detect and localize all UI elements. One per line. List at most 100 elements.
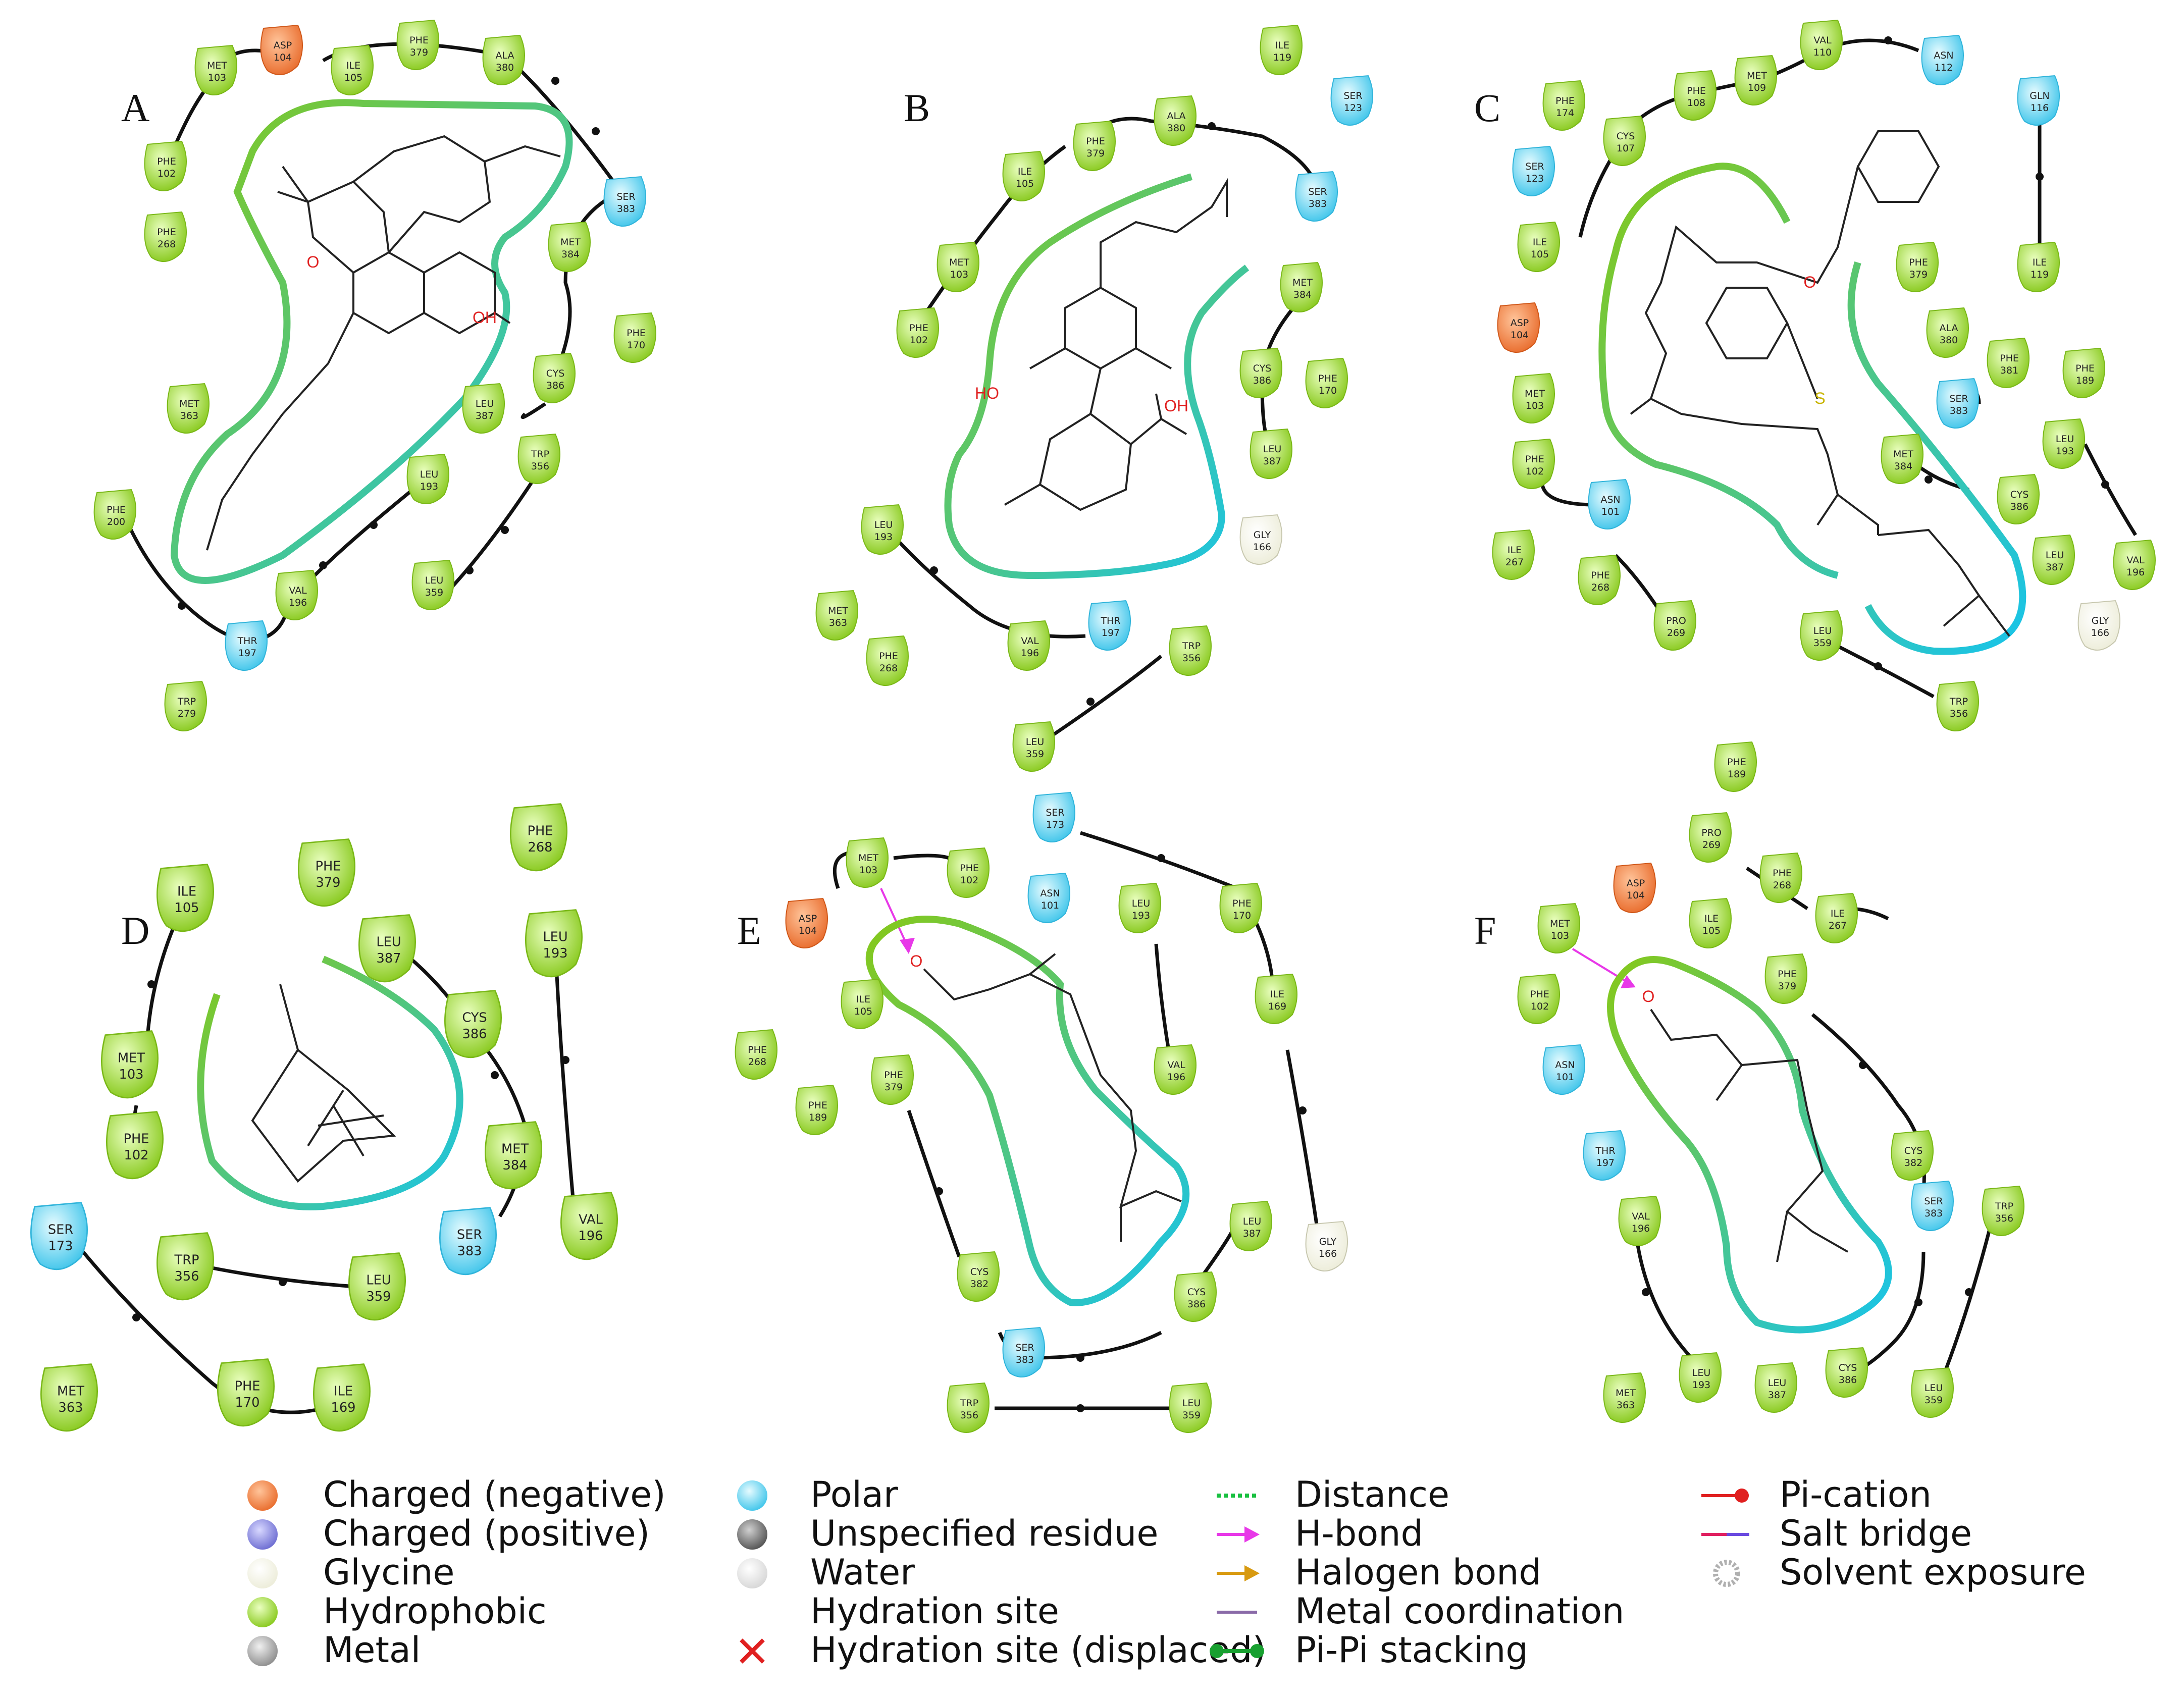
backbone-lines-a bbox=[124, 42, 622, 643]
residue-shape bbox=[525, 909, 583, 978]
legend-ring-gray-icon bbox=[1713, 1560, 1740, 1587]
residue-shape bbox=[1512, 373, 1555, 423]
residue-name: LEU bbox=[1132, 898, 1151, 909]
atom-o-c: O bbox=[1804, 273, 1816, 291]
residue-name: ILE bbox=[346, 60, 360, 71]
residue-shape bbox=[1169, 625, 1212, 676]
residue-shape bbox=[2113, 539, 2156, 590]
residue-number: 382 bbox=[1904, 1157, 1922, 1169]
residue-shape bbox=[1714, 741, 1757, 792]
residue-number: 359 bbox=[1026, 749, 1044, 760]
residue-number: 105 bbox=[854, 1006, 872, 1017]
residue-number: 103 bbox=[859, 865, 877, 876]
residue-shape bbox=[313, 1363, 371, 1432]
residue-number: 102 bbox=[124, 1148, 149, 1163]
residue-shape bbox=[1896, 241, 1939, 292]
residue-name: PHE bbox=[1778, 969, 1797, 980]
residue-shape bbox=[1088, 600, 1131, 651]
residue-name: SER bbox=[1949, 393, 1968, 404]
residue-number: 193 bbox=[1132, 910, 1150, 921]
residue-shape bbox=[482, 34, 525, 85]
residue-name: PHE bbox=[157, 156, 176, 167]
residue-number: 200 bbox=[107, 516, 125, 527]
residue-shape bbox=[510, 803, 567, 872]
panel-d: D PHE268ILE105PHE379LEU387LEU193CYS386ME… bbox=[30, 803, 618, 1432]
residue-shape bbox=[1537, 902, 1580, 953]
residue-name: ILE bbox=[1275, 40, 1289, 51]
residue-name: MET bbox=[1893, 449, 1913, 460]
residue-number: 363 bbox=[59, 1400, 83, 1415]
residue-shape bbox=[1987, 337, 2030, 388]
residue-name: ILE bbox=[177, 884, 196, 899]
residue-shape bbox=[406, 453, 449, 504]
residue-shape bbox=[1982, 1185, 2024, 1236]
residue-number: 359 bbox=[1813, 638, 1832, 649]
residue-shape bbox=[2017, 75, 2060, 126]
residue-number: 386 bbox=[1187, 1299, 1206, 1310]
residue-shape bbox=[396, 19, 439, 70]
residue-name: PHE bbox=[1687, 85, 1706, 96]
residue-number: 386 bbox=[546, 380, 564, 391]
residue-name: ASN bbox=[1555, 1059, 1575, 1071]
residue-name: ASP bbox=[1511, 317, 1529, 329]
panel-letter-e: E bbox=[737, 909, 761, 952]
residue-shape bbox=[785, 897, 828, 948]
residue-number: 380 bbox=[1167, 123, 1185, 134]
residue-shape bbox=[1154, 95, 1197, 146]
residue-shape bbox=[1759, 852, 1802, 903]
residue-number: 104 bbox=[274, 52, 292, 63]
residue-name: TRP bbox=[960, 1398, 978, 1409]
residue-number: 193 bbox=[2056, 446, 2074, 457]
residue-number: 193 bbox=[420, 481, 438, 492]
residues-f: PHE189PRO269ASP104PHE268MET103ILE105ILE2… bbox=[1517, 741, 2024, 1423]
residue-number: 123 bbox=[1526, 173, 1544, 184]
residue-number: 383 bbox=[1950, 405, 1968, 416]
residue-number: 193 bbox=[1692, 1379, 1710, 1391]
residue-shape bbox=[613, 312, 656, 363]
residue-shape bbox=[1588, 479, 1631, 529]
residue-number: 104 bbox=[1627, 890, 1645, 901]
residue-number: 268 bbox=[879, 663, 898, 674]
residue-number: 383 bbox=[1925, 1208, 1943, 1219]
residue-number: 103 bbox=[950, 269, 968, 280]
residue-shape bbox=[1154, 1044, 1197, 1095]
residue-shape bbox=[1825, 1347, 1868, 1398]
pocket-outline-d bbox=[197, 955, 463, 1210]
residue-name: SER bbox=[1046, 807, 1064, 818]
residue-number: 379 bbox=[410, 47, 428, 58]
residue-shape bbox=[348, 1252, 406, 1321]
residue-number: 384 bbox=[1293, 289, 1312, 300]
residue-name: LEU bbox=[366, 1273, 391, 1288]
residue-number: 363 bbox=[180, 410, 198, 421]
